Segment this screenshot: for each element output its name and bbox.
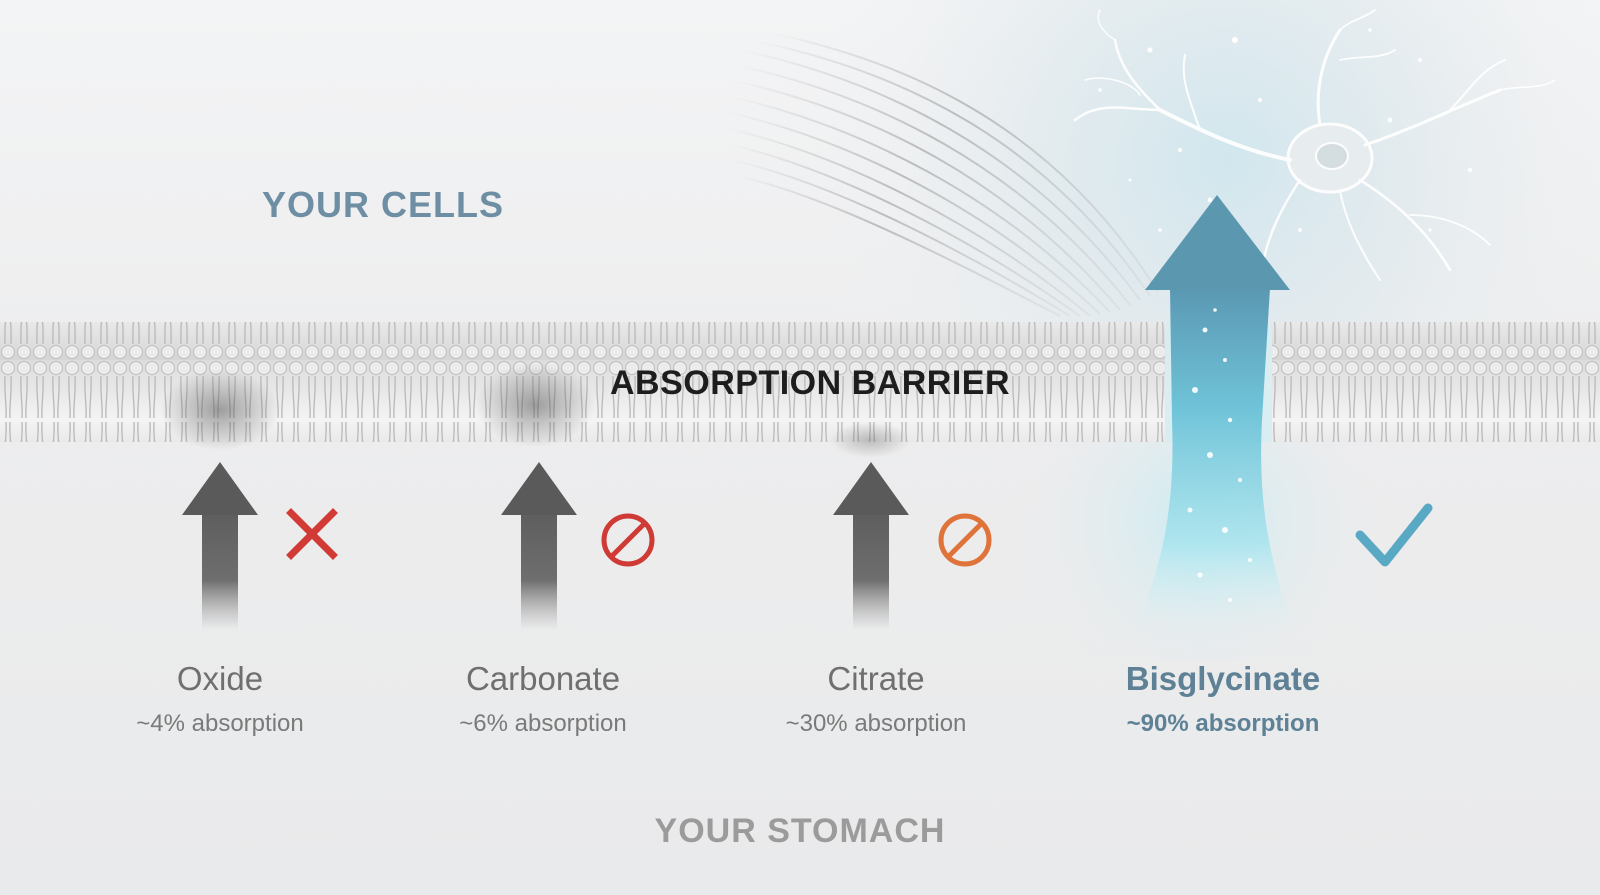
arrow-carbonate (501, 462, 577, 630)
muscle-fiber-illustration (725, 31, 1159, 317)
cell-membrane (0, 322, 1600, 458)
prohibited-icon (601, 513, 655, 567)
check-mark-icon (1355, 503, 1433, 567)
stomach-label: YOUR STOMACH (654, 812, 946, 850)
form-oxide: Oxide ~4% absorption (70, 660, 370, 738)
form-name: Citrate (827, 660, 925, 697)
sparkle-particles (1098, 28, 1473, 262)
neuron-illustration (1073, 9, 1556, 282)
x-mark-icon (286, 508, 338, 560)
form-carbonate: Carbonate ~6% absorption (393, 660, 693, 738)
barrier-label: ABSORPTION BARRIER (609, 364, 1011, 402)
form-bisglycinate: Bisglycinate ~90% absorption (1073, 660, 1373, 738)
arrow-citrate (833, 462, 909, 630)
cells-label: YOUR CELLS (262, 184, 505, 225)
form-name: Carbonate (465, 660, 621, 697)
prohibited-icon-orange (938, 513, 992, 567)
arrow-oxide (182, 462, 258, 630)
form-absorption: ~90% absorption (1126, 710, 1320, 737)
form-name: Oxide (176, 660, 264, 697)
form-absorption: ~6% absorption (459, 710, 627, 737)
form-citrate: Citrate ~30% absorption (726, 660, 1026, 738)
cell-glow (700, 0, 1600, 360)
arrow-bisglycinate (1135, 195, 1295, 630)
form-name: Bisglycinate (1125, 660, 1321, 697)
form-absorption: ~30% absorption (785, 710, 967, 737)
form-absorption: ~4% absorption (136, 710, 304, 737)
